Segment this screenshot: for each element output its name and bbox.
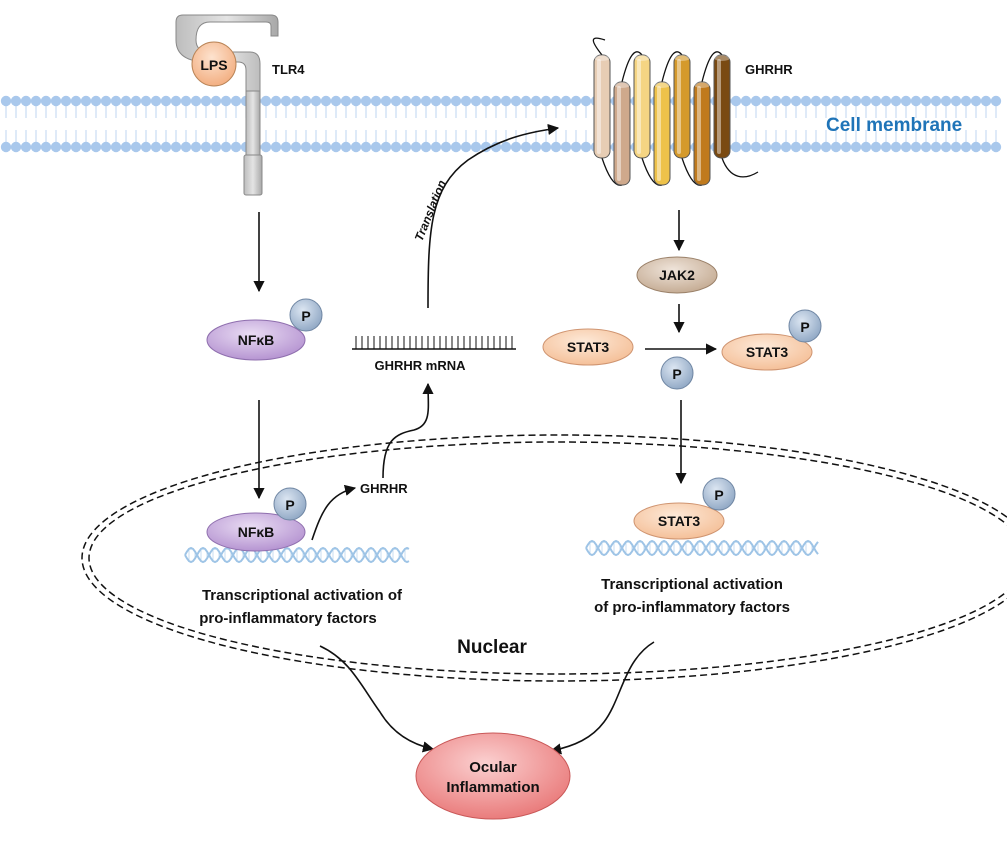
ghrhr-mrna — [352, 336, 516, 350]
phospho-nfkb-cytoplasm — [289, 298, 323, 332]
dna-left — [184, 546, 410, 564]
ghrhr-mrna-label: GHRHR mRNA — [375, 358, 467, 373]
stat3-nucleus — [633, 502, 725, 540]
arrow-translation — [427, 123, 560, 309]
ocular-inflammation — [415, 732, 571, 820]
stat3-phosphorylated-label: STAT3 — [746, 344, 788, 360]
nucleus-envelope-outer — [81, 434, 1007, 682]
transcription-left-line2: pro-inflammatory factors — [199, 610, 377, 627]
lps-label: LPS — [200, 57, 227, 73]
nfkb-cytoplasm — [206, 319, 306, 361]
transcription-right-line2: of pro-inflammatory factors — [594, 599, 790, 616]
ghrhr-receptor — [592, 37, 759, 186]
phospho-nfkb-cytoplasm-label: P — [301, 308, 310, 324]
arrow-left-to-ocular-inflammation — [319, 645, 435, 753]
nfkb-nucleus-label: NFκB — [238, 524, 275, 540]
lps-molecule — [191, 41, 237, 87]
stat3-phosphorylated — [721, 333, 813, 371]
transcription-left-line1: Transcriptional activation of — [202, 587, 403, 604]
transcription-right-line1: Transcriptional activation — [601, 576, 783, 593]
arrow-nfkb-to-ghrhr-gene — [311, 484, 357, 541]
arrow-right-to-ocular-inflammation — [549, 641, 655, 755]
phospho-stat3-cytoplasm — [788, 309, 822, 343]
ocular-inflammation-line1: Ocular — [469, 759, 517, 776]
dna-right — [585, 539, 819, 557]
cell-membrane-label: Cell membrane — [826, 115, 962, 136]
tlr4-label: TLR4 — [272, 62, 305, 77]
stat3-nucleus-label: STAT3 — [658, 513, 700, 529]
stat3-unphosphorylated-label: STAT3 — [567, 339, 609, 355]
phospho-nfkb-nucleus — [273, 487, 307, 521]
nfkb-cytoplasm-label: NFκB — [238, 332, 275, 348]
phospho-nfkb-nucleus-label: P — [285, 497, 294, 513]
phospho-stat3-nucleus — [702, 477, 736, 511]
nfkb-nucleus — [206, 512, 306, 552]
stat3-unphosphorylated — [542, 328, 634, 366]
nucleus-envelope-inner — [88, 441, 1007, 675]
ghrhr-receptor-label: GHRHR — [745, 62, 793, 77]
ghrhr-gene-label: GHRHR — [360, 481, 408, 496]
ocular-inflammation-line2: Inflammation — [446, 779, 539, 796]
jak2-label: JAK2 — [659, 267, 695, 283]
nuclear-label: Nuclear — [457, 637, 527, 658]
arrow-ghrhr-gene-to-mrna — [382, 382, 434, 479]
phosphate-free — [660, 356, 694, 390]
jak2 — [636, 256, 718, 294]
phosphate-free-label: P — [672, 366, 681, 382]
phospho-stat3-nucleus-label: P — [714, 487, 723, 503]
phospho-stat3-cytoplasm-label: P — [800, 319, 809, 335]
